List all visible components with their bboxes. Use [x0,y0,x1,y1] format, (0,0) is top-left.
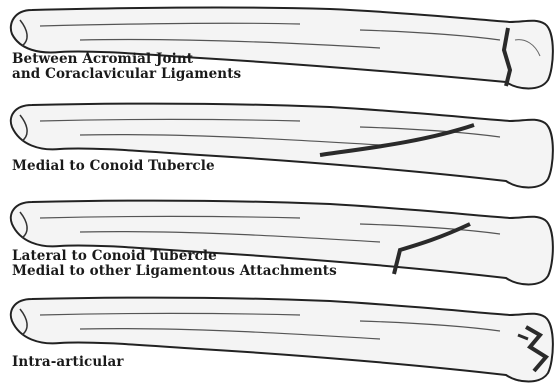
label-line: Medial to other Ligamentous Attachments [12,264,337,279]
fracture-label-3: Lateral to Conoid Tubercle Medial to oth… [12,249,337,279]
clavicle-bone-2 [0,97,557,194]
fracture-label-2: Medial to Conoid Tubercle [12,159,215,174]
panel-lateral-to-conoid-tubercle: Lateral to Conoid Tubercle Medial to oth… [0,194,557,291]
label-line: Between Acromial Joint [12,52,241,67]
fracture-label-1: Between Acromial Joint and Coraclavicula… [12,52,241,82]
label-line: Lateral to Conoid Tubercle [12,249,337,264]
panel-medial-to-conoid-tubercle: Medial to Conoid Tubercle [0,97,557,194]
panel-intra-articular: Intra-articular [0,291,557,388]
clavicle-bone-1 [0,0,557,97]
label-line: and Coraclavicular Ligaments [12,67,241,82]
panel-between-acromial-joint: Between Acromial Joint and Coraclavicula… [0,0,557,97]
clavicle-bone-4 [0,291,557,388]
label-line: Medial to Conoid Tubercle [12,159,215,174]
label-line: Intra-articular [12,355,124,370]
fracture-label-4: Intra-articular [12,355,124,370]
